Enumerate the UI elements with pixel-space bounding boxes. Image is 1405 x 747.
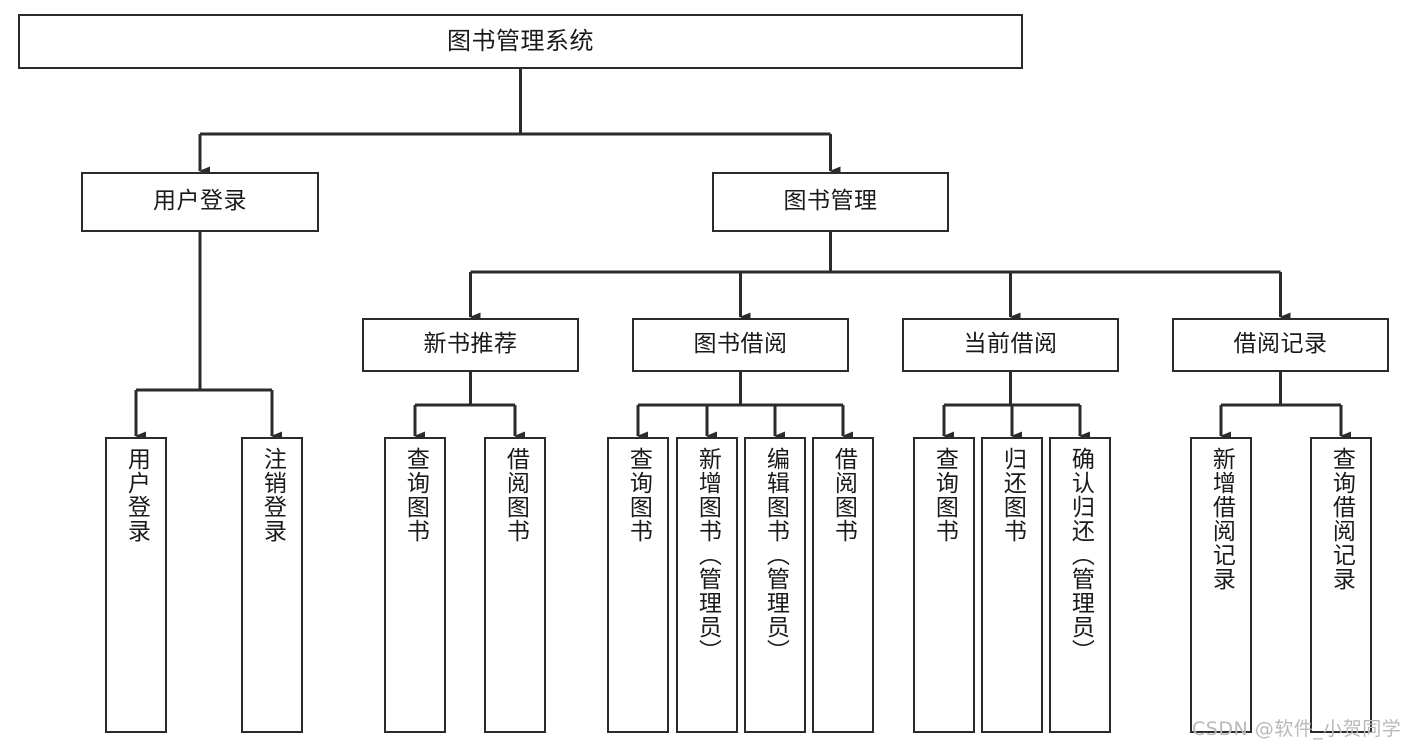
csdn-watermark: CSDN @软件_小贺同学	[1192, 718, 1402, 740]
node-leaf-edit-book[interactable]: 编辑图书（管理员）	[744, 437, 806, 733]
node-leaf-user-login[interactable]: 用户登录	[105, 437, 167, 733]
node-book-borrow-label: 图书借阅	[693, 331, 788, 358]
node-leaf-logout[interactable]: 注销登录	[241, 437, 303, 733]
node-current-borrow[interactable]: 当前借阅	[902, 318, 1119, 372]
node-leaf-borrow-book-2-label: 借阅图书	[830, 447, 857, 543]
node-leaf-user-login-label: 用户登录	[123, 447, 150, 543]
node-leaf-confirm-return-label: 确认归还（管理员）	[1067, 447, 1094, 663]
node-leaf-query-book-1[interactable]: 查询图书	[384, 437, 446, 733]
node-leaf-query-book-3-label: 查询图书	[931, 447, 958, 543]
node-leaf-add-book[interactable]: 新增图书（管理员）	[676, 437, 738, 733]
node-leaf-logout-label: 注销登录	[259, 447, 286, 543]
node-borrow-record[interactable]: 借阅记录	[1172, 318, 1389, 372]
node-leaf-query-record[interactable]: 查询借阅记录	[1310, 437, 1372, 733]
node-leaf-add-record-label: 新增借阅记录	[1208, 447, 1235, 591]
node-user-login-label: 用户登录	[153, 188, 247, 215]
node-leaf-query-record-label: 查询借阅记录	[1328, 447, 1355, 591]
node-new-book-recommend-label: 新书推荐	[423, 331, 518, 358]
node-leaf-add-record[interactable]: 新增借阅记录	[1190, 437, 1252, 733]
node-book-borrow[interactable]: 图书借阅	[632, 318, 849, 372]
node-leaf-query-book-2[interactable]: 查询图书	[607, 437, 669, 733]
node-root-图书管理系统[interactable]: 图书管理系统	[18, 14, 1023, 69]
node-leaf-borrow-book-2[interactable]: 借阅图书	[812, 437, 874, 733]
node-current-borrow-label: 当前借阅	[963, 331, 1058, 358]
node-leaf-confirm-return[interactable]: 确认归还（管理员）	[1049, 437, 1111, 733]
node-root-图书管理系统-label: 图书管理系统	[447, 27, 594, 56]
node-leaf-borrow-book-1[interactable]: 借阅图书	[484, 437, 546, 733]
node-leaf-return-book-label: 归还图书	[999, 447, 1026, 543]
node-book-manage[interactable]: 图书管理	[712, 172, 949, 232]
node-user-login[interactable]: 用户登录	[81, 172, 319, 232]
node-leaf-query-book-1-label: 查询图书	[402, 447, 429, 543]
node-borrow-record-label: 借阅记录	[1233, 331, 1328, 358]
node-leaf-query-book-3[interactable]: 查询图书	[913, 437, 975, 733]
node-leaf-edit-book-label: 编辑图书（管理员）	[762, 447, 789, 663]
node-leaf-borrow-book-1-label: 借阅图书	[502, 447, 529, 543]
node-leaf-add-book-label: 新增图书（管理员）	[694, 447, 721, 663]
node-leaf-return-book[interactable]: 归还图书	[981, 437, 1043, 733]
node-leaf-query-book-2-label: 查询图书	[625, 447, 652, 543]
node-new-book-recommend[interactable]: 新书推荐	[362, 318, 579, 372]
node-book-manage-label: 图书管理	[783, 188, 878, 215]
